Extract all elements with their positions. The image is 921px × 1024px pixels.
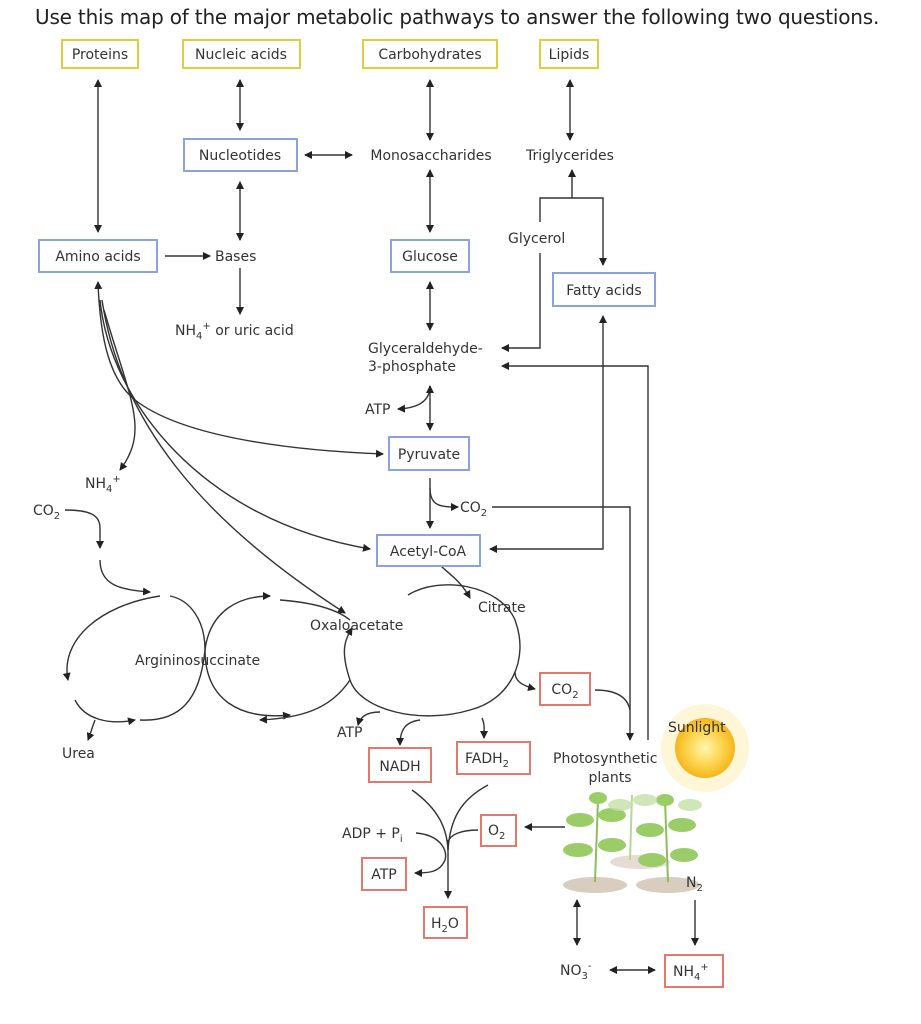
sunlight-label: Sunlight bbox=[668, 720, 726, 736]
photosynthetic-label-line1: Photosynthetic bbox=[553, 751, 657, 767]
h2o-label: H2O bbox=[431, 916, 459, 935]
nh4-uric-acid-label: NH4+ or uric acid bbox=[175, 321, 294, 342]
nucleic-acids-label: Nucleic acids bbox=[195, 47, 287, 63]
plants-icon bbox=[563, 792, 702, 893]
nh4-plants-label: NH4+ bbox=[673, 962, 709, 983]
nucleotides-label: Nucleotides bbox=[199, 148, 281, 164]
citrate-label: Citrate bbox=[478, 600, 526, 616]
n2-label: N2 bbox=[686, 875, 703, 894]
carbohydrates-label: Carbohydrates bbox=[378, 47, 481, 63]
g3p-label-line2: 3-phosphate bbox=[368, 359, 456, 375]
adp-pi-label: ADP + Pi bbox=[342, 826, 403, 845]
urea-label: Urea bbox=[62, 746, 95, 762]
atp-glycolysis-label: ATP bbox=[365, 402, 390, 418]
nadh-label: NADH bbox=[379, 759, 420, 775]
g3p-label-line1: Glyceraldehyde- bbox=[368, 341, 483, 357]
acetyl-coa-label: Acetyl-CoA bbox=[390, 544, 467, 560]
glucose-label: Glucose bbox=[402, 249, 458, 265]
sun-icon bbox=[661, 704, 749, 792]
fatty-acids-label: Fatty acids bbox=[566, 283, 641, 299]
no3-label: NO3- bbox=[560, 961, 592, 982]
nh4-urea-label: NH4+ bbox=[85, 474, 121, 495]
proteins-label: Proteins bbox=[72, 47, 128, 63]
pathway-arrows bbox=[62, 79, 699, 974]
node-boxes bbox=[38, 39, 724, 988]
photosynthetic-label-line2: plants bbox=[588, 770, 631, 786]
argininosuccinate-label: Argininosuccinate bbox=[135, 653, 260, 669]
co2-urea-label: CO2 bbox=[33, 503, 60, 522]
glycerol-label: Glycerol bbox=[508, 231, 565, 247]
fadh2-label: FADH2 bbox=[465, 751, 509, 770]
oxaloacetate-label: Oxaloacetate bbox=[310, 618, 403, 634]
question-title: Use this map of the major metabolic path… bbox=[35, 5, 880, 29]
bases-label: Bases bbox=[215, 249, 256, 265]
monosaccharides-label: Monosaccharides bbox=[370, 148, 491, 164]
o2-label: O2 bbox=[488, 823, 505, 842]
pyruvate-label: Pyruvate bbox=[398, 447, 460, 463]
co2-krebs-label: CO2 bbox=[551, 682, 578, 701]
amino-acids-label: Amino acids bbox=[55, 249, 140, 265]
co2-pyruvate-label: CO2 bbox=[460, 500, 487, 519]
atp-krebs-label: ATP bbox=[337, 725, 362, 741]
lipids-label: Lipids bbox=[549, 47, 590, 63]
triglycerides-label: Triglycerides bbox=[525, 148, 614, 164]
atp-etc-label: ATP bbox=[371, 867, 396, 883]
